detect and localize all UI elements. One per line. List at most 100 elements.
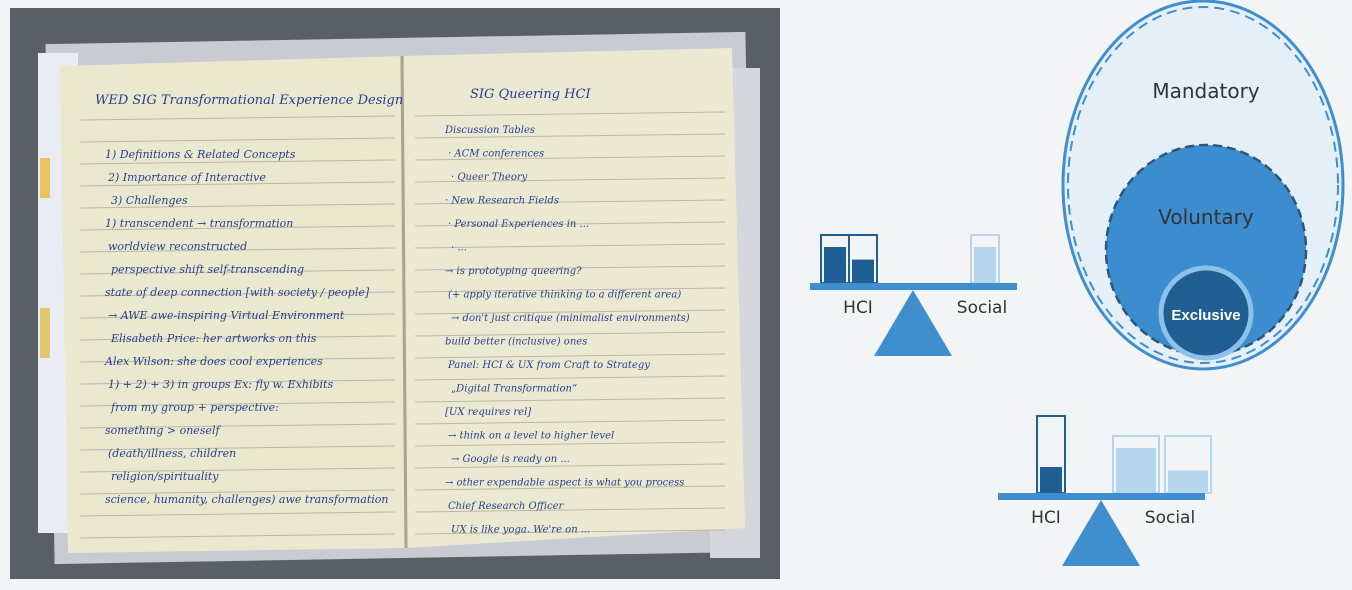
handwritten-line: 3) Challenges	[111, 194, 188, 207]
ruled-line	[79, 533, 396, 539]
handwritten-line: Panel: HCI & UX from Craft to Strategy	[447, 360, 650, 371]
handwritten-line: → Google is ready on ...	[451, 454, 570, 465]
scale-fulcrum	[874, 290, 952, 356]
exclusive-label: Exclusive	[1171, 307, 1240, 324]
notebook-spine	[400, 55, 408, 549]
handwritten-line: from my group + perspective:	[110, 401, 279, 414]
scale-fulcrum	[1062, 500, 1140, 566]
ruled-line	[79, 137, 396, 143]
balance-scale-top: HCI Social	[810, 234, 1017, 356]
ruled-line	[414, 529, 726, 535]
handwritten-line: Alex Wilson: she does cool experiences	[104, 355, 323, 368]
handwritten-line: · Queer Theory	[451, 172, 528, 183]
ruled-lines	[79, 111, 726, 539]
mandatory-label: Mandatory	[1152, 79, 1259, 103]
ruled-line	[414, 353, 726, 359]
ruled-line	[414, 309, 726, 315]
handwritten-line: (+ apply iterative thinking to a differe…	[448, 290, 681, 301]
handwritten-line: [UX requires rel]	[445, 407, 531, 418]
ruled-line	[79, 115, 396, 121]
ruled-line	[414, 397, 726, 403]
handwritten-line: 1) Definitions & Related Concepts	[105, 148, 296, 161]
right-page-heading: SIG Queering HCI	[470, 87, 591, 102]
handwritten-line: → don't just critique (minimalist enviro…	[451, 313, 690, 324]
ruled-line	[79, 335, 396, 341]
ruled-line	[79, 203, 396, 209]
handwritten-line: (death/illness, children	[108, 447, 236, 460]
handwritten-line: 2) Importance of Interactive	[107, 171, 266, 184]
handwritten-line: · New Research Fields	[445, 196, 559, 207]
handwritten-line: worldview reconstructed	[108, 240, 247, 253]
left-page-heading: WED SIG Transformational Experience Desi…	[95, 93, 403, 108]
ruled-line	[79, 159, 396, 165]
handwritten-line: Discussion Tables	[444, 125, 535, 136]
social-label: Social	[1145, 508, 1195, 528]
ruled-line	[79, 445, 396, 451]
handwritten-line: 1) transcendent → transformation	[105, 217, 293, 230]
ruled-line	[79, 225, 396, 231]
handwritten-line: → think on a level to higher level	[448, 431, 614, 442]
social-weight	[1116, 448, 1156, 493]
ruled-line	[414, 133, 726, 139]
ruled-line	[414, 485, 726, 491]
ruled-line	[414, 375, 726, 381]
handwritten-line: → AWE awe-inspiring Virtual Environment	[108, 309, 345, 322]
ruled-line	[79, 357, 396, 363]
handwritten-line: · ...	[451, 243, 467, 254]
ruled-line	[414, 287, 726, 293]
handwritten-line: science, humanity, challenges) awe trans…	[105, 493, 388, 506]
hci-label: HCI	[1031, 508, 1061, 528]
hci-weight	[824, 247, 846, 283]
hci-weight	[852, 259, 874, 283]
hci-label: HCI	[843, 298, 873, 318]
scale-beam	[998, 493, 1205, 500]
handwritten-line: something > oneself	[105, 424, 221, 437]
ruled-line	[414, 441, 726, 447]
ruled-line	[79, 313, 396, 319]
social-label: Social	[957, 298, 1007, 318]
ruled-line	[79, 511, 396, 517]
ruled-line	[414, 463, 726, 469]
handwritten-line: „Digital Transformation“	[451, 384, 577, 395]
mandatory-dashed-border	[1067, 6, 1339, 364]
handwritten-line: state of deep connection [with society /…	[105, 286, 370, 299]
ruled-line	[414, 265, 726, 271]
ruled-line	[414, 331, 726, 337]
ruled-line	[79, 247, 396, 253]
handwritten-line: → other expendable aspect is what you pr…	[445, 478, 684, 489]
handwritten-line: build better (inclusive) ones	[445, 337, 587, 348]
ruled-line	[414, 419, 726, 425]
left-page	[60, 56, 406, 553]
ruled-line	[79, 379, 396, 385]
social-weight	[1168, 470, 1208, 493]
ruled-line	[79, 401, 396, 407]
ruled-line	[79, 269, 396, 275]
voluntary-label: Voluntary	[1158, 205, 1254, 229]
ruled-line	[414, 507, 726, 513]
handwritten-line: religion/spirituality	[111, 470, 219, 483]
ruled-line	[414, 221, 726, 227]
ruled-line	[79, 181, 396, 187]
notebook-photo: WED SIG Transformational Experience Desi…	[10, 8, 780, 579]
left-page-text: WED SIG Transformational Experience Desi…	[95, 93, 403, 506]
handwritten-line: · ACM conferences	[448, 149, 544, 160]
ruled-line	[414, 199, 726, 205]
ruled-line	[414, 111, 726, 117]
ruled-line	[414, 243, 726, 249]
ruled-line	[414, 155, 726, 161]
ruled-line	[414, 177, 726, 183]
handwritten-line: 1) + 2) + 3) in groups Ex: fly w. Exhibi…	[108, 378, 333, 391]
sticky-tab	[40, 308, 50, 358]
handwritten-line: Chief Research Officer	[448, 501, 565, 512]
ruled-line	[79, 291, 396, 297]
social-weight	[974, 247, 996, 283]
ruled-line	[79, 489, 396, 495]
handwritten-line: perspective shift self-transcending	[111, 263, 304, 276]
handwritten-line: UX is like yoga. We're on ...	[451, 525, 590, 536]
handwritten-line: · Personal Experiences in ...	[448, 219, 589, 230]
sticky-tab	[40, 158, 50, 198]
scale-beam	[810, 283, 1017, 290]
nested-circles-diagram: Mandatory Voluntary Exclusive	[1061, 0, 1345, 371]
exclusive-circle	[1158, 265, 1254, 361]
